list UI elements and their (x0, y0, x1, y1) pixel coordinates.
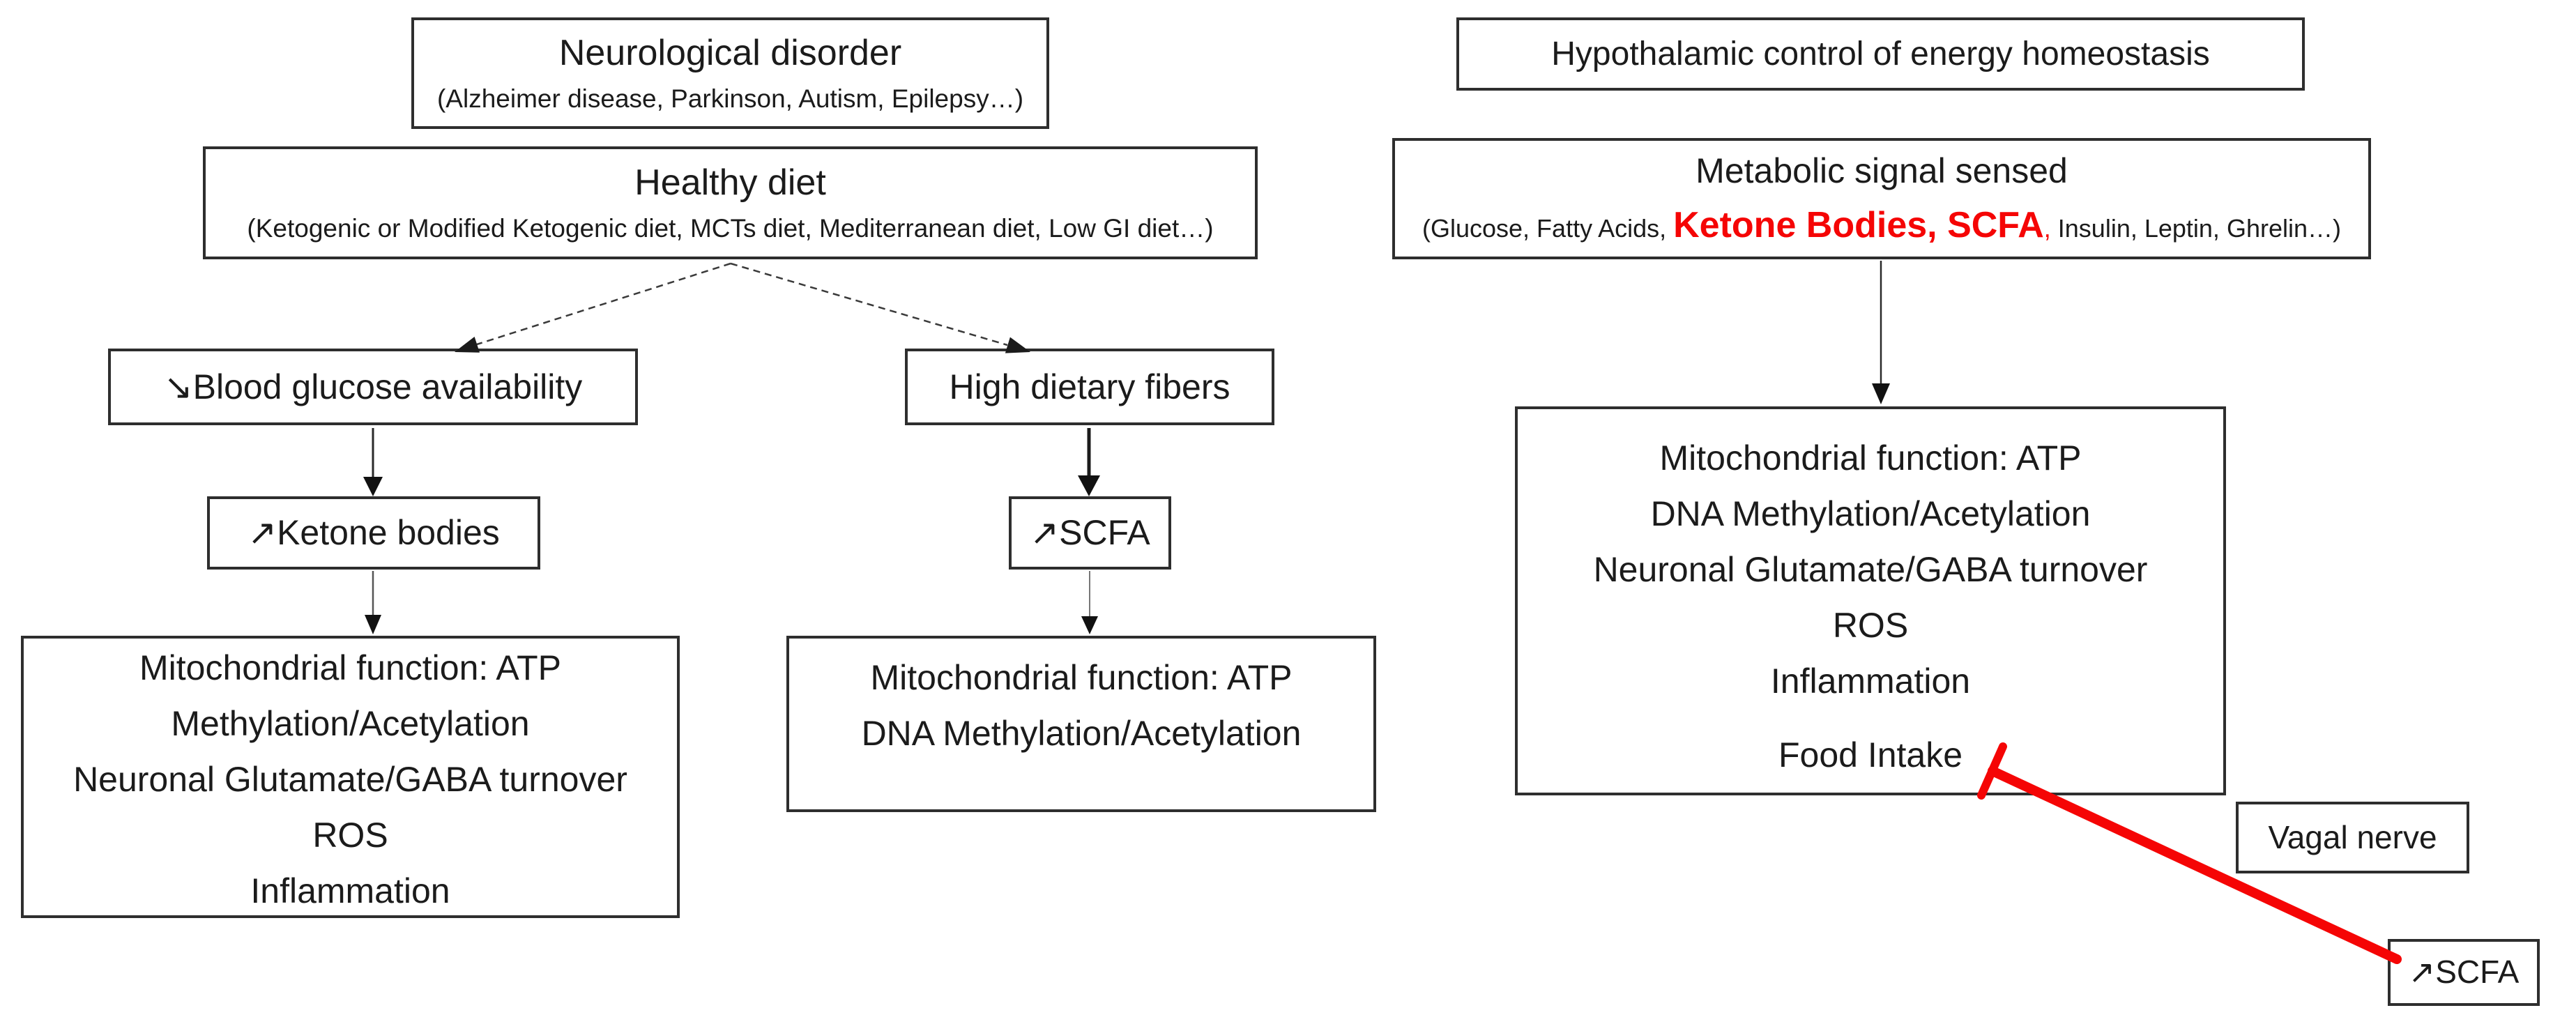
node-metabolic-signal-sensed: Metabolic signal sensed (Glucose, Fatty … (1392, 138, 2371, 259)
node-label: ↗SCFA (2408, 954, 2520, 991)
outcome-line: Neuronal Glutamate/GABA turnover (1593, 550, 2148, 589)
node-subtitle: (Alzheimer disease, Parkinson, Autism, E… (436, 84, 1024, 114)
outcome-line: Neuronal Glutamate/GABA turnover (73, 760, 627, 799)
node-subtitle: (Glucose, Fatty Acids, Ketone Bodies, SC… (1422, 203, 2341, 248)
node-neurological-disorder: Neurological disorder (Alzheimer disease… (411, 17, 1049, 129)
subtitle-segment-black: (Glucose, Fatty Acids, (1422, 213, 1674, 243)
outcome-line: Mitochondrial function: ATP (1659, 438, 2082, 478)
node-high-dietary-fibers: High dietary fibers (905, 349, 1274, 425)
outcome-line: Inflammation (250, 871, 450, 910)
outcome-line: Methylation/Acetylation (171, 704, 530, 743)
node-label: ↗SCFA (1030, 513, 1150, 553)
outcome-line: DNA Methylation/Acetylation (861, 714, 1302, 753)
node-label: ↗Ketone bodies (247, 513, 500, 553)
arrow-healthy-to-blood-glucose (455, 262, 731, 353)
outcome-line: Mitochondrial function: ATP (870, 658, 1293, 697)
node-healthy-diet: Healthy diet (Ketogenic or Modified Keto… (203, 146, 1258, 259)
arrow-fibers-to-scfa (1078, 428, 1100, 496)
node-hypothalamic-outcomes: Mitochondrial function: ATP DNA Methylat… (1515, 406, 2226, 795)
arrow-healthy-to-high-fibers (730, 262, 1030, 353)
node-blood-glucose-availability: ↘Blood glucose availability (108, 349, 638, 425)
outcome-line: Mitochondrial function: ATP (139, 648, 561, 687)
node-vagal-nerve: Vagal nerve (2236, 802, 2469, 873)
node-scfa: ↗SCFA (1009, 496, 1171, 570)
food-intake-label: Food Intake (1778, 735, 1963, 774)
arrow-blood-glucose-to-ketone (363, 428, 383, 496)
node-subtitle: (Ketogenic or Modified Ketogenic diet, M… (247, 214, 1214, 243)
node-title: Healthy diet (634, 162, 826, 204)
arrow-scfa-to-outcomes (1081, 571, 1098, 634)
subtitle-segment-red: Ketone Bodies, SCFA (1673, 204, 2044, 245)
node-label: ↘Blood glucose availability (163, 367, 583, 406)
outcome-line: Inflammation (1770, 662, 1971, 701)
node-ketone-bodies: ↗Ketone bodies (207, 496, 540, 570)
node-label: Vagal nerve (2268, 818, 2437, 855)
node-title: Neurological disorder (558, 33, 902, 74)
node-hypothalamic-control: Hypothalamic control of energy homeostas… (1456, 17, 2305, 91)
subtitle-segment-red-comma: , (2043, 213, 2051, 243)
arrow-ketone-to-outcomes (365, 571, 381, 634)
outcome-line: DNA Methylation/Acetylation (1650, 494, 2091, 533)
outcome-line: ROS (312, 816, 388, 855)
node-ketone-outcomes: Mitochondrial function: ATP Methylation/… (21, 636, 680, 918)
node-scfa-gut: ↗SCFA (2388, 939, 2540, 1006)
node-label: High dietary fibers (949, 367, 1230, 406)
arrow-metabolic-to-outcomes (1872, 261, 1890, 404)
node-title: Hypothalamic control of energy homeostas… (1551, 35, 2210, 72)
outcome-line: ROS (1832, 606, 1909, 645)
node-title: Metabolic signal sensed (1695, 151, 2068, 191)
node-scfa-outcomes: Mitochondrial function: ATP DNA Methylat… (786, 636, 1376, 812)
subtitle-segment-black: Insulin, Leptin, Ghrelin…) (2050, 213, 2341, 243)
